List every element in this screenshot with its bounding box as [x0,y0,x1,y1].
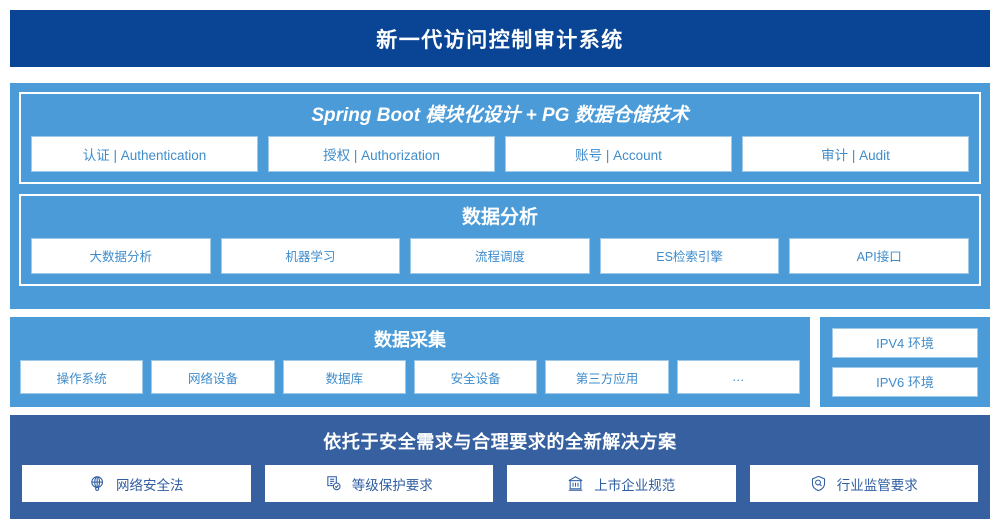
data-analysis-panel: 数据分析 大数据分析 机器学习 流程调度 ES检索引擎 API接口 [19,193,981,286]
header-bar: 新一代访问控制审计系统 [10,10,990,67]
chip-ipv4-environment[interactable]: IPV4 环境 [832,327,978,358]
chip-listed-company-standard-label: 上市企业规范 [594,477,676,493]
chip-classified-protection-label: 等级保护要求 [351,477,433,493]
data-collection-title: 数据采集 [374,330,446,350]
data-collection-chip-row: 操作系统 网络设备 数据库 安全设备 第三方应用 … [20,360,800,394]
bank-building-icon [567,475,584,492]
spring-boot-panel: Spring Boot 模块化设计 + PG 数据仓储技术 认证 | Authe… [19,92,981,184]
chip-third-party-app[interactable]: 第三方应用 [545,360,669,394]
chip-more-ellipsis[interactable]: … [676,360,800,394]
chip-es-search-engine[interactable]: ES检索引擎 [599,237,780,274]
chip-operating-system[interactable]: 操作系统 [20,360,144,394]
chip-classified-protection[interactable]: 等级保护要求 [264,465,493,502]
compliance-panel-title: 依托于安全需求与合理要求的全新解决方案 [323,432,677,452]
chip-industry-regulation[interactable]: 行业监管要求 [749,465,978,502]
chip-audit[interactable]: 审计 | Audit [742,135,969,172]
data-analysis-chip-row: 大数据分析 机器学习 流程调度 ES检索引擎 API接口 [31,237,969,274]
spring-boot-chip-row: 认证 | Authentication 授权 | Authorization 账… [31,135,969,172]
chip-machine-learning[interactable]: 机器学习 [220,237,401,274]
chip-authorization[interactable]: 授权 | Authorization [268,135,495,172]
data-analysis-panel-title: 数据分析 [461,206,538,228]
shield-search-icon [810,475,827,492]
page-title: 新一代访问控制审计系统 [376,28,624,52]
collection-row: 数据采集 操作系统 网络设备 数据库 安全设备 第三方应用 … IPV4 环境 … [10,317,990,407]
compliance-panel: 依托于安全需求与合理要求的全新解决方案 网络安全法 [10,415,990,519]
chip-database[interactable]: 数据库 [282,360,406,394]
chip-cybersecurity-law-label: 网络安全法 [116,477,184,493]
chip-security-device[interactable]: 安全设备 [413,360,538,394]
chip-industry-regulation-label: 行业监管要求 [836,477,918,493]
chip-ipv6-environment[interactable]: IPV6 环境 [832,366,978,397]
chip-big-data-analysis[interactable]: 大数据分析 [31,237,211,274]
chip-authentication[interactable]: 认证 | Authentication [31,135,258,172]
chip-listed-company-standard[interactable]: 上市企业规范 [507,465,736,502]
platform-panel: Spring Boot 模块化设计 + PG 数据仓储技术 认证 | Authe… [10,83,990,309]
compliance-chip-row: 网络安全法 等级保护要求 [22,465,978,502]
ip-environment-panel: IPV4 环境 IPV6 环境 [820,317,990,407]
spring-boot-panel-title: Spring Boot 模块化设计 + PG 数据仓储技术 [311,105,689,126]
chip-account[interactable]: 账号 | Account [505,135,732,172]
chip-process-scheduling[interactable]: 流程调度 [410,237,590,274]
data-collection-panel: 数据采集 操作系统 网络设备 数据库 安全设备 第三方应用 … [10,317,810,407]
chip-network-device[interactable]: 网络设备 [151,360,275,394]
globe-network-icon [89,475,106,492]
document-check-icon [325,475,342,492]
chip-api-interface[interactable]: API接口 [789,237,969,274]
chip-cybersecurity-law[interactable]: 网络安全法 [22,465,251,502]
